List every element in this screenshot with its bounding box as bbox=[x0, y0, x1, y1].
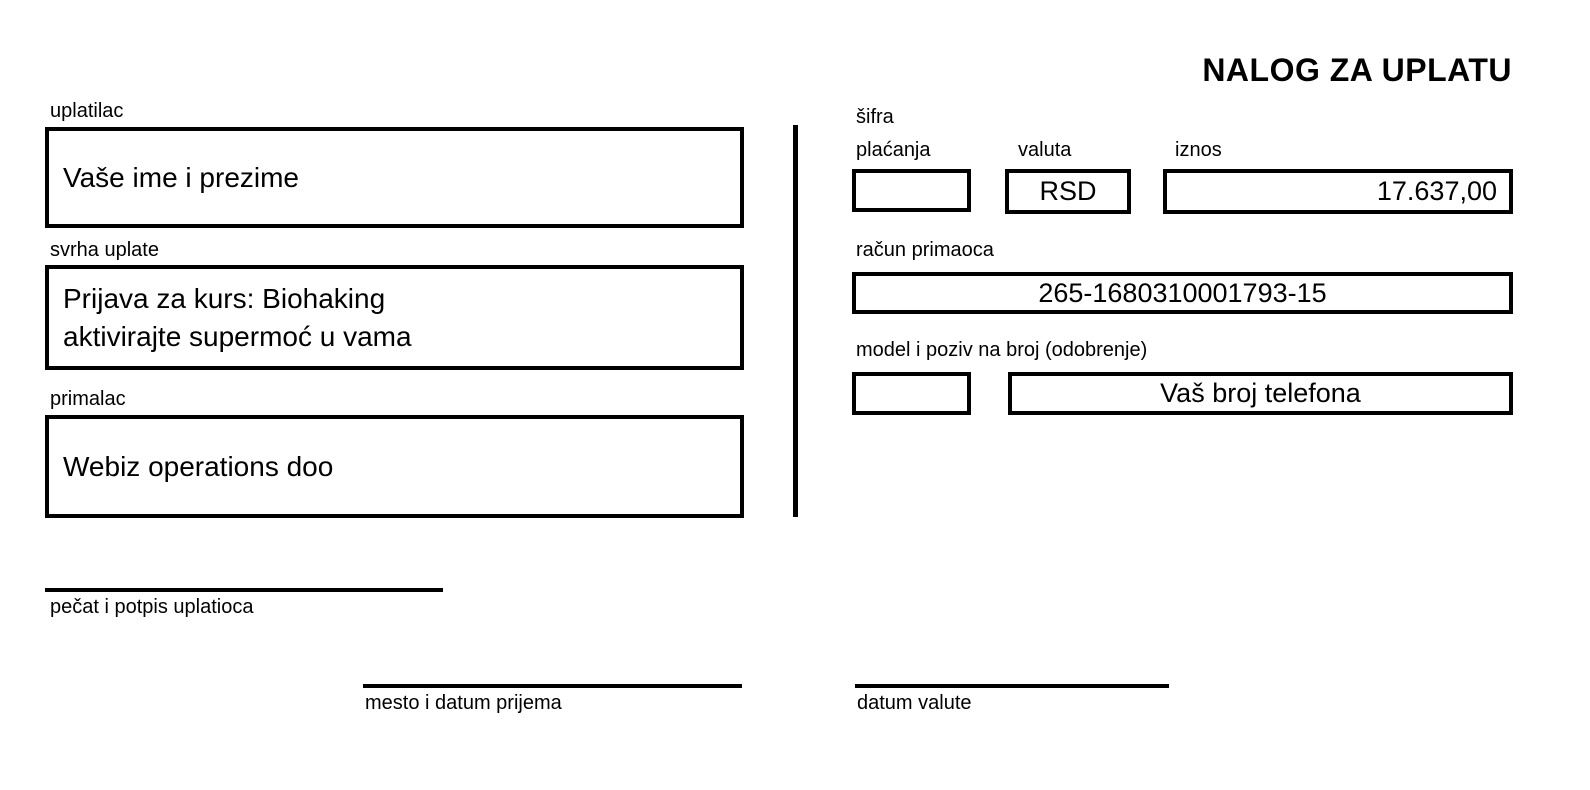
recipient-account-field[interactable]: 265-1680310001793-15 bbox=[852, 272, 1513, 314]
payer-field[interactable]: Vaše ime i prezime bbox=[45, 127, 744, 228]
payer-signature-line bbox=[45, 588, 443, 592]
payment-code-label-line1: šifra bbox=[856, 106, 894, 128]
reference-model-field[interactable] bbox=[852, 372, 971, 415]
purpose-field[interactable]: Prijava za kurs: Biohaking aktivirajte s… bbox=[45, 265, 744, 370]
reference-label: model i poziv na broj (odobrenje) bbox=[856, 339, 1148, 361]
value-date-label: datum valute bbox=[857, 692, 972, 714]
payer-value: Vaše ime i prezime bbox=[63, 161, 300, 193]
currency-label: valuta bbox=[1018, 139, 1072, 161]
purpose-value-line1: Prijava za kurs: Biohaking bbox=[63, 282, 386, 314]
currency-value: RSD bbox=[1039, 176, 1097, 207]
payment-code-label-line2: plaćanja bbox=[856, 139, 931, 161]
page-title: NALOG ZA UPLATU bbox=[1202, 52, 1512, 88]
amount-value: 17.637,00 bbox=[1376, 176, 1497, 207]
reference-number-field[interactable]: Vaš broj telefona bbox=[1008, 372, 1513, 415]
recipient-field[interactable]: Webiz operations doo bbox=[45, 415, 744, 518]
payment-code-field[interactable] bbox=[852, 169, 971, 212]
column-divider bbox=[793, 125, 798, 517]
value-date-line bbox=[855, 684, 1169, 688]
purpose-value-line2: aktivirajte supermoć u vama bbox=[63, 320, 412, 352]
amount-field[interactable]: 17.637,00 bbox=[1163, 169, 1513, 214]
payer-signature-label: pečat i potpis uplatioca bbox=[50, 596, 254, 618]
recipient-account-label: račun primaoca bbox=[856, 239, 994, 261]
recipient-value: Webiz operations doo bbox=[63, 450, 334, 482]
recipient-account-value: 265-1680310001793-15 bbox=[1038, 277, 1327, 308]
payer-label: uplatilac bbox=[50, 100, 124, 122]
purpose-label: svrha uplate bbox=[50, 239, 159, 261]
recipient-label: primalac bbox=[50, 388, 126, 410]
reference-number-value: Vaš broj telefona bbox=[1160, 378, 1361, 409]
amount-label: iznos bbox=[1175, 139, 1222, 161]
currency-field[interactable]: RSD bbox=[1005, 169, 1131, 214]
place-date-label: mesto i datum prijema bbox=[365, 692, 562, 714]
place-date-line bbox=[363, 684, 742, 688]
